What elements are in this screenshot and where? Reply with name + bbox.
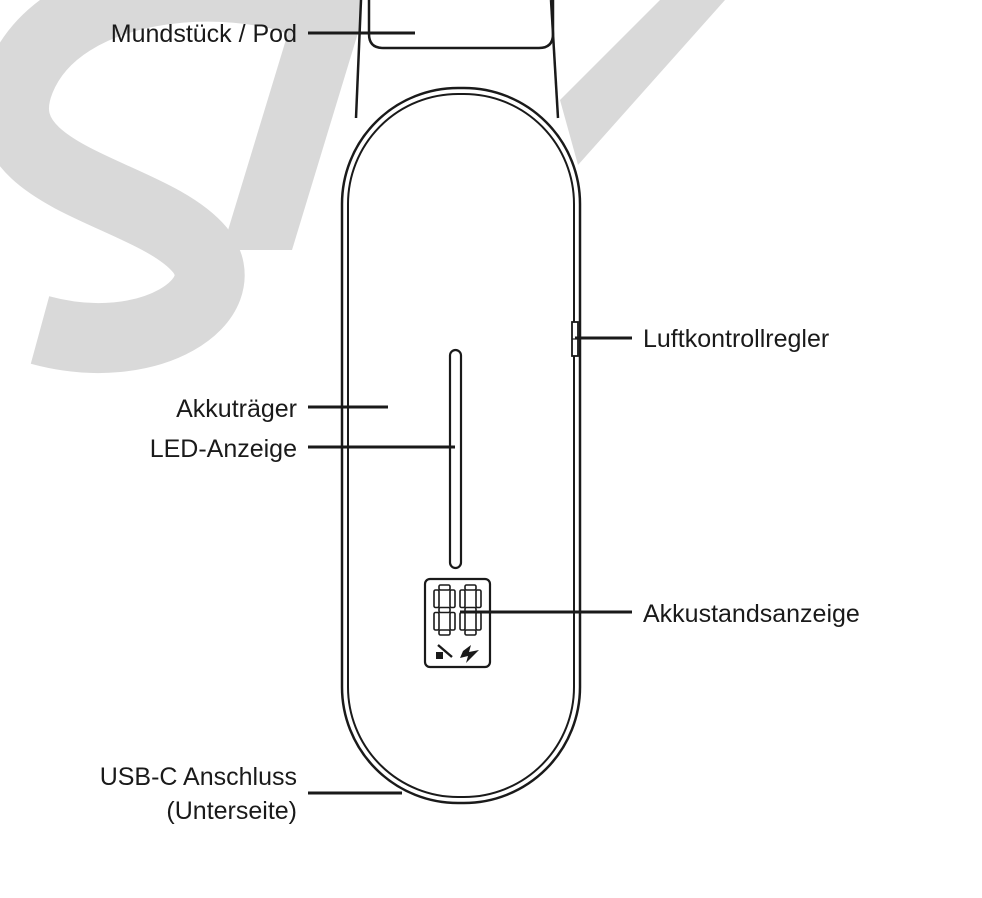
label-usb-port-line2: (Unterseite)	[166, 797, 297, 825]
lcd-digit-segment	[464, 629, 477, 636]
lcd-digit-segment	[449, 589, 456, 609]
led-light-strip	[448, 348, 463, 570]
label-led-indicator: LED-Anzeige	[149, 435, 297, 463]
seven-segment-digit-icon	[433, 584, 482, 636]
lightning-icon	[460, 645, 479, 663]
watermark-letter-s	[0, 0, 313, 374]
lcd-digit-segment	[464, 584, 477, 591]
label-battery-level: Akkustandsanzeige	[643, 600, 860, 628]
device	[340, 0, 582, 805]
watermark-letter-band	[560, 0, 725, 165]
lcd-digit-segment	[433, 611, 440, 631]
leader-lines	[308, 31, 632, 795]
battery-level-display	[423, 577, 492, 669]
label-usb-port-line1: USB-C Anschluss	[99, 763, 297, 791]
watermark-letter-m-leg	[222, 0, 368, 250]
lcd-digit-segment	[438, 629, 451, 636]
lcd-digit-segment	[475, 611, 482, 631]
lcd-digit-segment	[433, 589, 440, 609]
watermark	[0, 0, 725, 374]
label-battery-body: Akkuträger	[176, 395, 297, 423]
lcd-digit-segment	[459, 611, 466, 631]
label-usb-port: USB-C Anschluss (Unterseite)	[100, 760, 297, 828]
mouthpiece-fill	[356, 0, 558, 118]
lcd-digit-segment	[449, 611, 456, 631]
lcd-frame	[423, 577, 492, 669]
lcd-digit-segment	[475, 589, 482, 609]
lcd-digit-segment	[459, 589, 466, 609]
mouthpiece-window	[367, 0, 555, 50]
label-air-control: Luftkontrollregler	[643, 325, 830, 353]
lcd-digit-segment	[438, 584, 451, 591]
battery-empty-icon	[436, 644, 453, 659]
label-mouthpiece: Mundstück / Pod	[110, 20, 297, 48]
lcd-digit-segment	[438, 606, 451, 614]
mouthpiece-left-edge	[354, 0, 363, 119]
